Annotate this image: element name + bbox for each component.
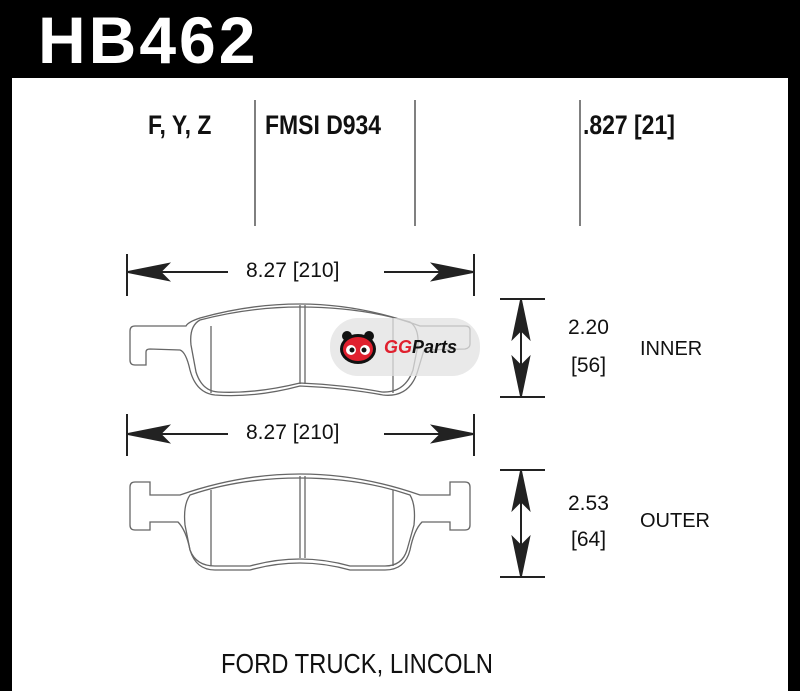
header-bar: HB462 — [0, 0, 800, 78]
outer-height-in: 2.53 — [568, 492, 609, 515]
inner-label: INNER — [640, 338, 703, 360]
frame-right — [788, 0, 800, 691]
arrow-right-icon — [429, 262, 474, 282]
part-number: HB462 — [38, 3, 259, 77]
outer-height-mm: [64] — [571, 528, 607, 551]
inner-height-mm: [56] — [571, 354, 607, 377]
arrow-right-icon — [429, 424, 474, 444]
inner-height-dimension — [500, 298, 545, 398]
vehicle-application: FORD TRUCK, LINCOLN — [221, 648, 493, 679]
frame-left — [0, 0, 12, 691]
compounds: F, Y, Z — [148, 110, 212, 140]
pad-thickness: .827 [21] — [583, 110, 675, 140]
mascot-icon — [340, 331, 376, 364]
arrow-left-icon — [127, 424, 172, 444]
fmsi-number: FMSI D934 — [265, 110, 382, 140]
inner-width-label: 8.27 [210] — [246, 259, 340, 282]
watermark-logo: GGParts — [330, 318, 480, 376]
outer-width-dimension — [126, 414, 475, 456]
outer-label: OUTER — [640, 510, 710, 532]
arrow-left-icon — [127, 262, 172, 282]
inner-width-dimension — [126, 254, 475, 296]
watermark-text: GGParts — [384, 336, 458, 357]
outer-pad-outline — [129, 473, 471, 571]
outer-width-label: 8.27 [210] — [246, 421, 340, 444]
inner-height-in: 2.20 — [568, 316, 609, 339]
outer-height-dimension — [500, 469, 545, 578]
